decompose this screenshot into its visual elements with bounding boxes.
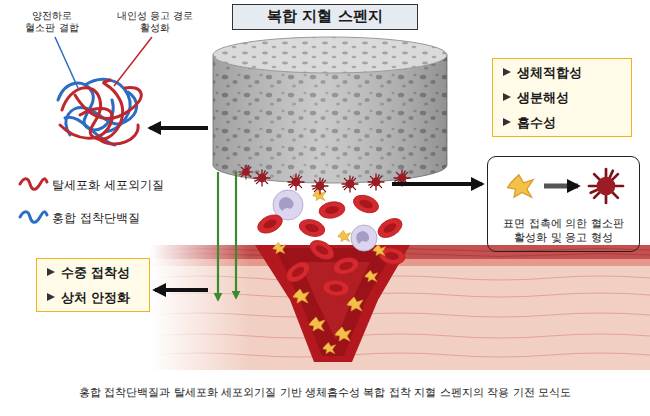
wound <box>275 248 395 356</box>
platelet-activation-illustration <box>544 184 578 189</box>
legend-sample <box>20 179 47 190</box>
skin-layers <box>150 245 650 370</box>
leader-line <box>114 37 152 86</box>
white-blood-cell <box>356 231 369 244</box>
wound <box>300 262 370 340</box>
skin-layers <box>150 276 650 357</box>
resting-platelet <box>273 189 386 353</box>
platelet-activation-illustration <box>508 169 623 203</box>
leader-line <box>55 37 152 88</box>
pointer-arrow <box>150 126 208 130</box>
penetration-arrow <box>235 172 237 298</box>
annotation-label: 양전하로 혈소판 결합 <box>16 10 88 34</box>
red-blood-cell <box>322 279 349 297</box>
pointer-arrow <box>155 288 208 292</box>
activated-platelet <box>254 170 270 186</box>
pointer-arrow <box>392 182 482 186</box>
legend-entry: 탈세포화 세포외기질 <box>52 174 164 193</box>
node-text: 흡수성 <box>517 115 625 130</box>
node-text: 상처 안정화 <box>61 290 143 305</box>
node-text: 수중 접착성 <box>61 265 143 280</box>
node-text: 생체적합성 <box>517 65 625 80</box>
activated-platelet <box>342 176 358 192</box>
legend-text: 홍합 접착단백질 <box>52 211 140 225</box>
resting-platelet <box>338 230 351 241</box>
fiber-tangle <box>100 125 138 144</box>
resting-platelet <box>309 317 325 331</box>
sponge <box>213 55 447 183</box>
resting-platelet <box>323 342 336 353</box>
skin-layers <box>150 276 650 280</box>
sponge <box>213 55 447 183</box>
red-blood-cell <box>283 258 313 286</box>
legend-text: 탈세포화 세포외기질 <box>52 178 164 192</box>
penetration-arrow <box>217 172 219 300</box>
activated-platelet <box>368 174 384 190</box>
skin-layers <box>150 293 650 297</box>
red-blood-cell <box>375 215 406 242</box>
activated-platelet <box>288 174 304 190</box>
mechanism-box: 표면 접촉에 의한 혈소판 활성화 및 응고 형성 <box>487 156 640 252</box>
skin-layers <box>150 313 650 317</box>
activated-platelet <box>312 178 328 194</box>
fiber-tangle <box>58 79 141 145</box>
resting-platelet <box>347 297 363 311</box>
node-text: 표면 접촉에 의한 혈소판 활성화 및 응고 형성 <box>494 217 633 245</box>
caption: 홍합 접착단백질과 탈세포화 세포외기질 기반 생체흡수성 복합 접착 지혈 스… <box>0 386 650 400</box>
activated-platelet <box>239 165 410 194</box>
red-blood-cell <box>307 237 338 264</box>
fiber-tangle <box>60 108 112 138</box>
resting-platelet <box>365 270 378 281</box>
legend-entry: 홍합 접착단백질 <box>52 207 140 226</box>
resting-platelet <box>373 244 386 255</box>
node-text: 생분해성 <box>517 90 625 105</box>
white-blood-cell <box>351 225 377 251</box>
red-blood-cell <box>255 192 406 297</box>
skin-layers <box>150 245 650 370</box>
annotation-label: 내인성 응고 경로 활성화 <box>106 10 204 34</box>
property-box: 생체적합성생분해성흡수성 <box>492 58 632 137</box>
red-blood-cell <box>318 200 346 220</box>
title: 복합 지혈 스펜지 <box>232 4 418 30</box>
red-blood-cell <box>297 217 326 239</box>
wound <box>255 245 410 362</box>
legend-sample <box>20 212 47 223</box>
resting-platelet <box>293 289 309 303</box>
sponge <box>213 37 447 183</box>
wound <box>255 245 410 362</box>
pointer-arrow <box>150 128 482 290</box>
legend-sample <box>20 179 47 223</box>
sponge <box>213 37 447 73</box>
red-blood-cell <box>255 211 285 236</box>
red-blood-cell <box>331 255 360 277</box>
red-blood-cell <box>351 192 381 216</box>
effect-box: 수중 접착성상처 안정화 <box>36 258 150 312</box>
skin-layers <box>150 353 650 357</box>
leader-line <box>55 37 78 88</box>
platelet-activation-illustration <box>589 169 623 203</box>
fiber-tangle <box>60 80 141 144</box>
resting-platelet <box>335 327 351 341</box>
penetration-arrow <box>218 172 236 300</box>
white-blood-cell <box>279 197 294 211</box>
skin-layers <box>150 334 650 338</box>
platelet-activation-illustration <box>508 175 534 197</box>
activated-platelet <box>239 165 253 179</box>
resting-platelet <box>273 242 286 253</box>
